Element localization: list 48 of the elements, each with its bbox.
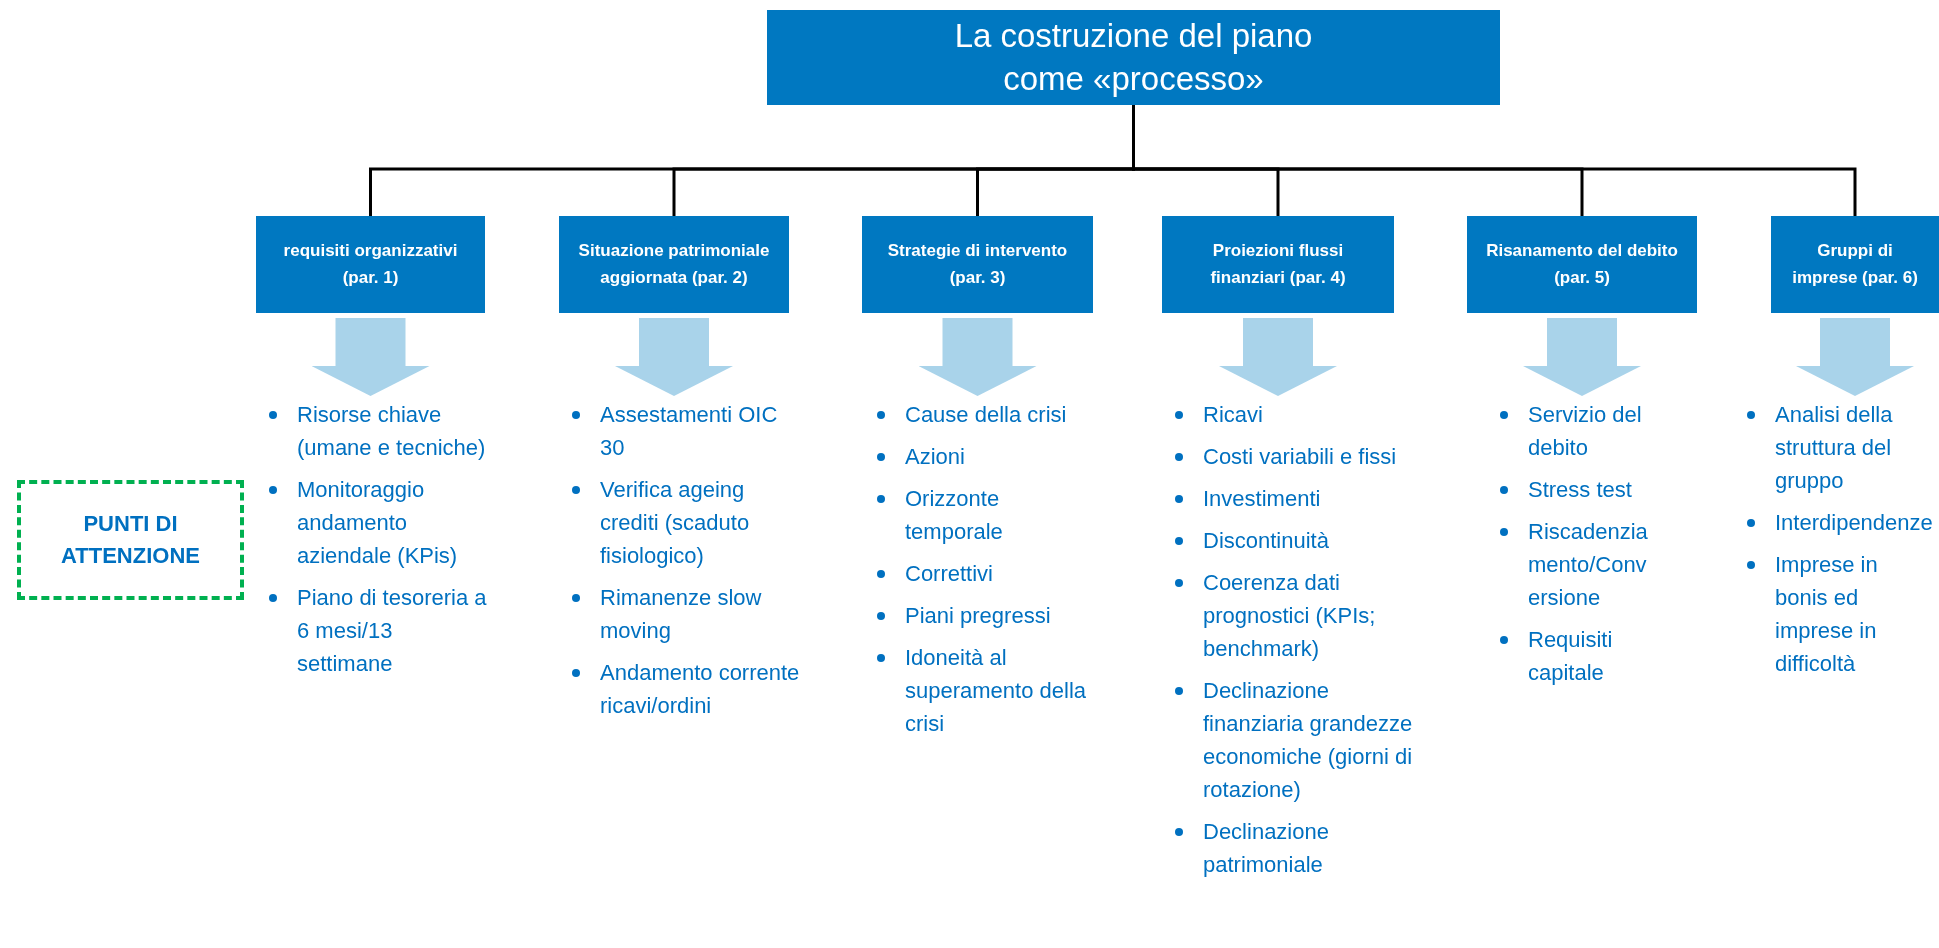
bullet-item: Coerenza dati prognostici (KPIs; benchmark) — [1173, 566, 1428, 665]
title-box — [767, 10, 1500, 105]
bullet-item: Correttivi — [875, 557, 1095, 590]
bullet-item: Verifica ageing crediti (scaduto fisiologico) — [570, 473, 805, 572]
bullet-item: Riscadenziamento/Conversione — [1498, 515, 1658, 614]
bullet-item: Servizio del debito — [1498, 398, 1658, 464]
block-arrow — [918, 318, 1037, 396]
bullet-item: Cause della crisi — [875, 398, 1095, 431]
bullet-item: Discontinuità — [1173, 524, 1428, 557]
category-box — [1162, 216, 1394, 313]
box-label: Gruppi di imprese (par. 6) — [1791, 240, 1919, 289]
bullet-item: Andamento corrente ricavi/ordini — [570, 656, 805, 722]
bullet-item: Investimenti — [1173, 482, 1428, 515]
box-label: Strategie di intervento (par. 3) — [886, 240, 1069, 289]
dashed-callout-box — [17, 480, 244, 600]
category-box — [256, 216, 485, 313]
category-box — [862, 216, 1093, 313]
box-label: Proiezioni flussi finanziari (par. 4) — [1209, 240, 1347, 289]
category-box — [559, 216, 789, 313]
box-label: Situazione patrimoniale aggiornata (par. 2) — [577, 240, 771, 289]
box-label: La costruzione del piano come «processo» — [953, 15, 1314, 99]
bullet-item: Orizzonte temporale — [875, 482, 1095, 548]
block-arrow — [1219, 318, 1337, 396]
bullet-item: Rimanenze slow moving — [570, 581, 805, 647]
bullet-item: Piani pregressi — [875, 599, 1095, 632]
bullet-item: Costi variabili e fissi — [1173, 440, 1428, 473]
bullet-item: Idoneità al superamento della crisi — [875, 641, 1095, 740]
bullet-item: Declinazione patrimoniale — [1173, 815, 1428, 881]
bullet-item: Risorse chiave (umane e tecniche) — [267, 398, 492, 464]
bullet-item: Analisi della struttura del gruppo — [1745, 398, 1935, 497]
bullet-item: Ricavi — [1173, 398, 1428, 431]
category-box — [1467, 216, 1697, 313]
box-label: requisiti organizzativi (par. 1) — [282, 240, 459, 289]
bullet-item: Declinazione finanziaria grandezze economiche (giorni di rotazione) — [1173, 674, 1428, 806]
box-label: Risanamento del debito (par. 5) — [1485, 240, 1679, 289]
bullet-item: Monitoraggio andamento aziendale (KPis) — [267, 473, 492, 572]
bullet-item: Piano di tesoreria a 6 mesi/13 settimane — [267, 581, 492, 680]
bullet-item: Interdipendenze — [1745, 506, 1935, 539]
box-label: PUNTI DI ATTENZIONE — [60, 510, 201, 570]
category-box — [1771, 216, 1939, 313]
block-arrow — [1523, 318, 1641, 396]
bullet-item: Requisiti capitale — [1498, 623, 1658, 689]
bullet-item: Azioni — [875, 440, 1095, 473]
bullet-item: Imprese in bonis ed imprese in difficoltà — [1745, 548, 1935, 680]
bullet-item: Assestamenti OIC 30 — [570, 398, 805, 464]
block-arrow — [1796, 318, 1914, 396]
block-arrow — [311, 318, 430, 396]
bullet-item: Stress test — [1498, 473, 1658, 506]
